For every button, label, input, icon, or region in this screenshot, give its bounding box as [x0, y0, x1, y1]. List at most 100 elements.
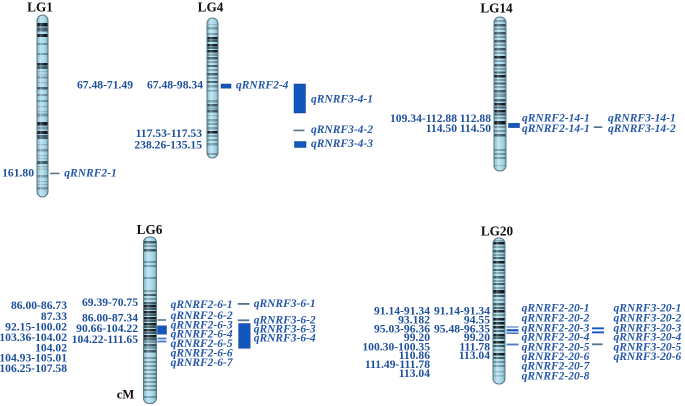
- position-label: 91.14-91.34: [374, 305, 430, 318]
- qtl-line-marker: [593, 126, 603, 128]
- qtl-line-marker: [237, 303, 250, 305]
- qtl-label: qRNRF3-4-3: [311, 138, 373, 150]
- position-label: 104.93-105.01: [0, 352, 67, 365]
- qtl-line-marker: [506, 326, 519, 328]
- chromosome-shading: [207, 18, 218, 158]
- lg14-chromosome: [493, 16, 507, 172]
- qtl-label: qRNRF2-6-2: [171, 310, 233, 322]
- lg20-group: LG2091.14-91.3493.18295.03-96.3699.20100…: [362, 224, 681, 385]
- qtl-label: qRNRF2-6-1: [171, 299, 233, 311]
- position-label: 67.48-98.34: [147, 79, 203, 92]
- position-label: 86.00-86.73: [11, 299, 67, 312]
- qtl-label: qRNRF2-20-8: [522, 370, 590, 382]
- qtl-label: qRNRF3-4-1: [311, 94, 373, 106]
- qtl-label: qRNRF2-20-2: [522, 312, 590, 324]
- lg6-group: LG6 86.00-86.7387.3392.15-100.02103.36-10…: [0, 222, 316, 404]
- chromosome-shading: [143, 237, 157, 404]
- qtl-label: qRNRF3-20-2: [614, 312, 682, 324]
- qtl-label: qRNRF3-6-1: [254, 298, 316, 310]
- qtl-label: qRNRF2-6-4: [171, 328, 233, 340]
- chromosome-outline: [36, 14, 49, 198]
- qtl-label: qRNRF2-20-3: [522, 322, 590, 334]
- qtl-line-marker: [592, 331, 604, 334]
- qtl-line-marker: [50, 172, 60, 175]
- qtl-label: qRNRF3-6-3: [254, 323, 316, 335]
- qtl-line-marker: [506, 332, 519, 334]
- qtl-line-marker: [237, 319, 250, 322]
- qtl-line-marker: [157, 340, 167, 343]
- position-label: 104.22-111.65: [72, 333, 139, 346]
- qtl-label: qRNRF2-6-5: [171, 338, 233, 350]
- position-label: 238.26-135.15: [134, 139, 202, 152]
- qtl-label: qRNRF3-14-1: [608, 112, 676, 124]
- qtl-label: qRNRF2-1: [64, 168, 116, 180]
- lg4-chromosome: [206, 17, 219, 159]
- lg6-title: LG6: [137, 222, 163, 237]
- position-label: 117.53-117.53: [136, 127, 203, 140]
- qtl-label: qRNRF3-20-6: [614, 351, 682, 363]
- qtl-label: qRNRF2-4: [236, 80, 289, 92]
- lg4-group: LG4 67.48-71.49 67.48-98.34 117.53-117.5323…: [77, 0, 373, 159]
- lg4-title: LG4: [198, 0, 224, 15]
- position-label: 103.36-104.02: [0, 331, 67, 344]
- qtl-label: qRNRF2-14-1: [522, 123, 590, 135]
- qtl-square-marker: [294, 141, 307, 148]
- qtl-label: qRNRF3-6-2: [254, 315, 316, 327]
- position-label: 95.03-96.36: [374, 323, 430, 336]
- position-label: 112.88: [460, 112, 491, 125]
- lg6-chromosome: [143, 236, 157, 404]
- qtl-label: qRNRF2-20-4: [522, 332, 590, 344]
- qtl-dash-marker: [220, 83, 232, 89]
- qtl-line-marker: [157, 337, 167, 340]
- position-label: 95.48-96.35: [434, 323, 490, 336]
- position-label: 114.50: [460, 122, 491, 135]
- qtl-dash-marker: [508, 122, 520, 128]
- qtl-square-marker: [157, 325, 167, 335]
- chromosome-outline: [493, 16, 507, 172]
- qtl-label: qRNRF2-20-7: [522, 361, 591, 373]
- qtl-label: qRNRF2-20-1: [522, 303, 590, 315]
- qtl-label: qRNRF3-20-3: [614, 322, 682, 334]
- chromosome-outline: [492, 237, 506, 385]
- chromosome-shading: [37, 15, 48, 197]
- lg1-title: LG1: [27, 0, 53, 15]
- position-label: 113.04: [459, 349, 490, 362]
- qtl-label: qRNRF2-6-6: [171, 347, 233, 359]
- position-label: 104.02: [35, 342, 67, 355]
- qtl-label: qRNRF2-20-5: [522, 341, 590, 353]
- lg14-title: LG14: [480, 1, 513, 16]
- chromosome-shading: [493, 238, 505, 384]
- position-label: 110.86: [399, 349, 430, 362]
- position-label: 111.78: [459, 340, 490, 353]
- position-label: 111.49-111.78: [365, 358, 430, 371]
- qtl-line-marker: [506, 329, 519, 332]
- qtl-label: qRNRF2-20-6: [522, 351, 590, 363]
- chromosome-outline: [143, 236, 157, 404]
- qtl-label: qRNRF3-20-5: [614, 341, 682, 353]
- position-label: 109.34-112.88: [390, 112, 457, 125]
- qtl-label: qRNRF3-4-2: [311, 124, 373, 136]
- lg1-chromosome: [36, 14, 49, 198]
- qtl-bar-marker: [293, 83, 306, 114]
- position-label: 92.15-100.02: [5, 321, 67, 334]
- position-label: 87.33: [41, 310, 67, 323]
- position-label: 67.48-71.49: [77, 79, 133, 92]
- qtl-line-marker: [592, 343, 603, 346]
- qtl-label: qRNRF3-6-4: [254, 332, 316, 344]
- qtl-label: qRNRF3-20-4: [614, 332, 682, 344]
- qtl-label: qRNRF3-20-1: [614, 303, 682, 315]
- qtl-label: qRNRF2-14-1: [522, 112, 590, 124]
- qtl-label: qRNRF2-6-7: [171, 357, 234, 369]
- lg20-title: LG20: [481, 224, 514, 239]
- position-label: 94.55: [464, 313, 490, 326]
- position-label: 113.04: [399, 367, 430, 380]
- qtl-label: qRNRF2-6-3: [171, 319, 233, 331]
- position-label: 106.25-107.58: [0, 362, 67, 375]
- qtl-line-marker: [592, 327, 604, 330]
- position-label: 100.30-100.35: [362, 340, 430, 353]
- chromosome-shading: [494, 17, 506, 171]
